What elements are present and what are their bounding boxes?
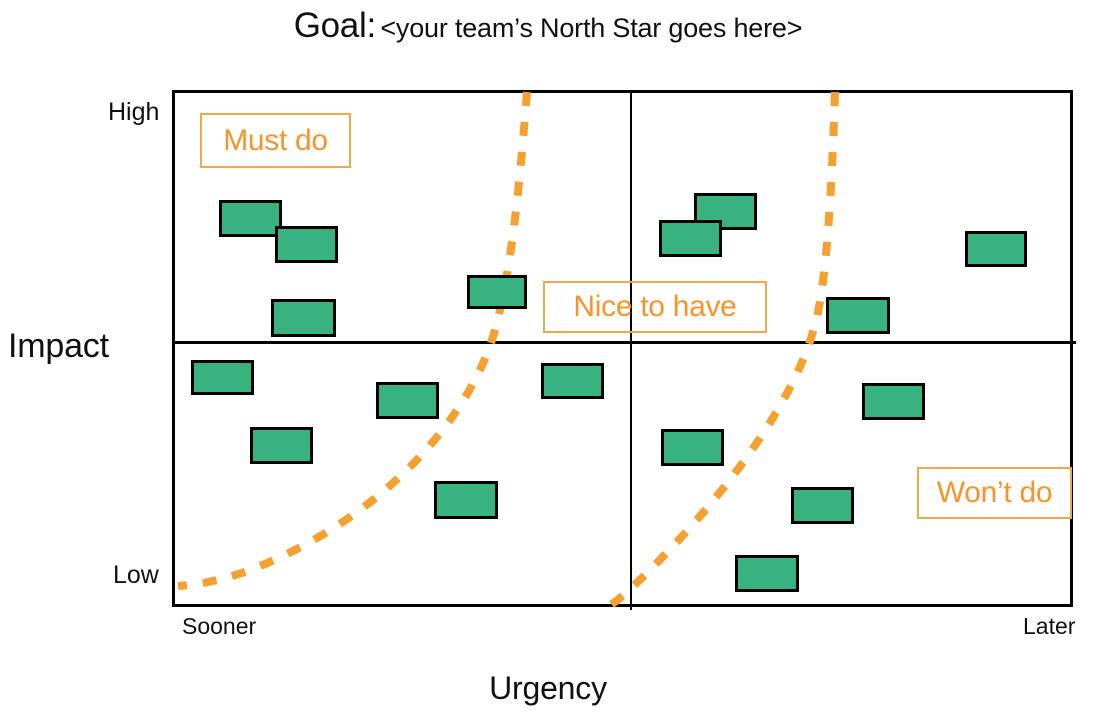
title-goal-placeholder: <your team’s North Star goes here> [380,13,803,43]
page-title: Goal: <your team’s North Star goes here> [0,6,1096,46]
quadrant-divider-vertical [630,93,632,610]
backlog-card[interactable] [250,427,313,464]
backlog-card[interactable] [826,297,890,334]
x-axis-label: Urgency [489,670,607,706]
backlog-card[interactable] [191,360,254,395]
y-axis-label: Impact [8,327,109,365]
y-axis-tick-low: Low [113,561,159,589]
backlog-card[interactable] [965,231,1027,267]
backlog-card[interactable] [275,226,338,263]
quadrant-label-must-do[interactable]: Must do [200,113,351,168]
quadrant-divider-horizontal [175,341,1076,344]
y-axis-tick-high: High [108,98,160,126]
backlog-card[interactable] [434,481,498,519]
backlog-card[interactable] [661,429,724,466]
backlog-card[interactable] [862,383,925,420]
x-axis-tick-sooner: Sooner [182,613,257,639]
backlog-card[interactable] [659,220,722,257]
backlog-card[interactable] [735,555,799,592]
backlog-card[interactable] [467,275,527,309]
quadrant-label-wont-do[interactable]: Won’t do [917,467,1072,519]
backlog-card[interactable] [271,299,336,337]
backlog-card[interactable] [376,382,439,419]
quadrant-label-nice-to-have[interactable]: Nice to have [543,281,767,333]
x-axis-tick-later: Later [1023,613,1076,639]
backlog-card[interactable] [219,200,282,237]
title-goal-prefix: Goal: [293,6,376,45]
backlog-card[interactable] [541,363,604,399]
backlog-card[interactable] [791,487,854,524]
